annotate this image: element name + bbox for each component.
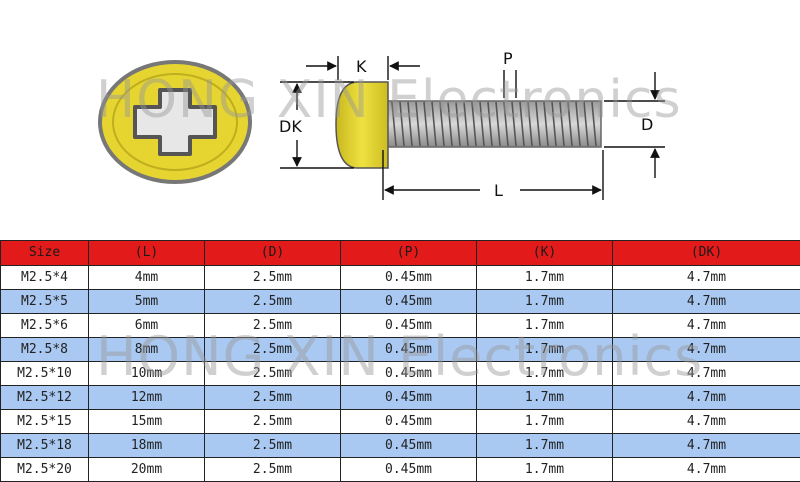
table-cell: 1.7mm bbox=[477, 266, 613, 290]
table-cell: 4.7mm bbox=[613, 290, 800, 314]
table-cell: 0.45mm bbox=[341, 314, 477, 338]
table-cell: 10mm bbox=[89, 362, 205, 386]
dim-label-d: D bbox=[641, 115, 653, 134]
table-cell: 0.45mm bbox=[341, 434, 477, 458]
table-cell: 1.7mm bbox=[477, 290, 613, 314]
table-cell: 1.7mm bbox=[477, 314, 613, 338]
table-cell: 12mm bbox=[89, 386, 205, 410]
screw-head-side bbox=[336, 82, 388, 168]
size-cell: M2.5*18 bbox=[1, 434, 89, 458]
dim-label-p: P bbox=[503, 49, 513, 68]
size-cell: M2.5*10 bbox=[1, 362, 89, 386]
table-cell: 4.7mm bbox=[613, 458, 800, 482]
table-cell: 2.5mm bbox=[205, 338, 341, 362]
column-header: (L) bbox=[89, 241, 205, 266]
table-cell: 2.5mm bbox=[205, 434, 341, 458]
table-cell: 4.7mm bbox=[613, 266, 800, 290]
table-cell: 1.7mm bbox=[477, 458, 613, 482]
table-cell: 0.45mm bbox=[341, 386, 477, 410]
table-cell: 8mm bbox=[89, 338, 205, 362]
screw-head-top-view bbox=[100, 62, 250, 182]
table-cell: 20mm bbox=[89, 458, 205, 482]
table-header-row: Size(L)(D)(P)(K)(DK) bbox=[1, 241, 800, 266]
table-cell: 1.7mm bbox=[477, 434, 613, 458]
screw-diagram: K P DK D L bbox=[0, 0, 800, 240]
table-cell: 2.5mm bbox=[205, 314, 341, 338]
table-cell: 2.5mm bbox=[205, 410, 341, 434]
table-cell: 2.5mm bbox=[205, 386, 341, 410]
table-cell: 0.45mm bbox=[341, 290, 477, 314]
column-header: (D) bbox=[205, 241, 341, 266]
table-cell: 4.7mm bbox=[613, 434, 800, 458]
table-cell: 18mm bbox=[89, 434, 205, 458]
table-cell: 0.45mm bbox=[341, 410, 477, 434]
table-cell: 1.7mm bbox=[477, 410, 613, 434]
table-cell: 4.7mm bbox=[613, 386, 800, 410]
column-header: Size bbox=[1, 241, 89, 266]
table-cell: 4.7mm bbox=[613, 362, 800, 386]
table-cell: 1.7mm bbox=[477, 362, 613, 386]
table-cell: 4.7mm bbox=[613, 338, 800, 362]
table-cell: 6mm bbox=[89, 314, 205, 338]
size-cell: M2.5*8 bbox=[1, 338, 89, 362]
table-cell: 15mm bbox=[89, 410, 205, 434]
table-cell: 2.5mm bbox=[205, 290, 341, 314]
table-cell: 2.5mm bbox=[205, 458, 341, 482]
table-cell: 4.7mm bbox=[613, 410, 800, 434]
dim-label-k: K bbox=[356, 57, 367, 76]
table-cell: 4mm bbox=[89, 266, 205, 290]
table-cell: 2.5mm bbox=[205, 266, 341, 290]
size-cell: M2.5*6 bbox=[1, 314, 89, 338]
table-cell: 4.7mm bbox=[613, 314, 800, 338]
table-cell: 0.45mm bbox=[341, 362, 477, 386]
table-cell: 0.45mm bbox=[341, 338, 477, 362]
size-cell: M2.5*20 bbox=[1, 458, 89, 482]
size-cell: M2.5*12 bbox=[1, 386, 89, 410]
column-header: (DK) bbox=[613, 241, 800, 266]
table-cell: 5mm bbox=[89, 290, 205, 314]
size-cell: M2.5*5 bbox=[1, 290, 89, 314]
dim-label-l: L bbox=[494, 181, 503, 200]
screw-side-view bbox=[336, 82, 601, 168]
table-cell: 1.7mm bbox=[477, 386, 613, 410]
table-cell: 0.45mm bbox=[341, 458, 477, 482]
size-cell: M2.5*15 bbox=[1, 410, 89, 434]
table-cell: 0.45mm bbox=[341, 266, 477, 290]
column-header: (K) bbox=[477, 241, 613, 266]
table-cell: 2.5mm bbox=[205, 362, 341, 386]
table-cell: 1.7mm bbox=[477, 338, 613, 362]
dim-label-dk: DK bbox=[279, 117, 302, 136]
size-cell: M2.5*4 bbox=[1, 266, 89, 290]
column-header: (P) bbox=[341, 241, 477, 266]
